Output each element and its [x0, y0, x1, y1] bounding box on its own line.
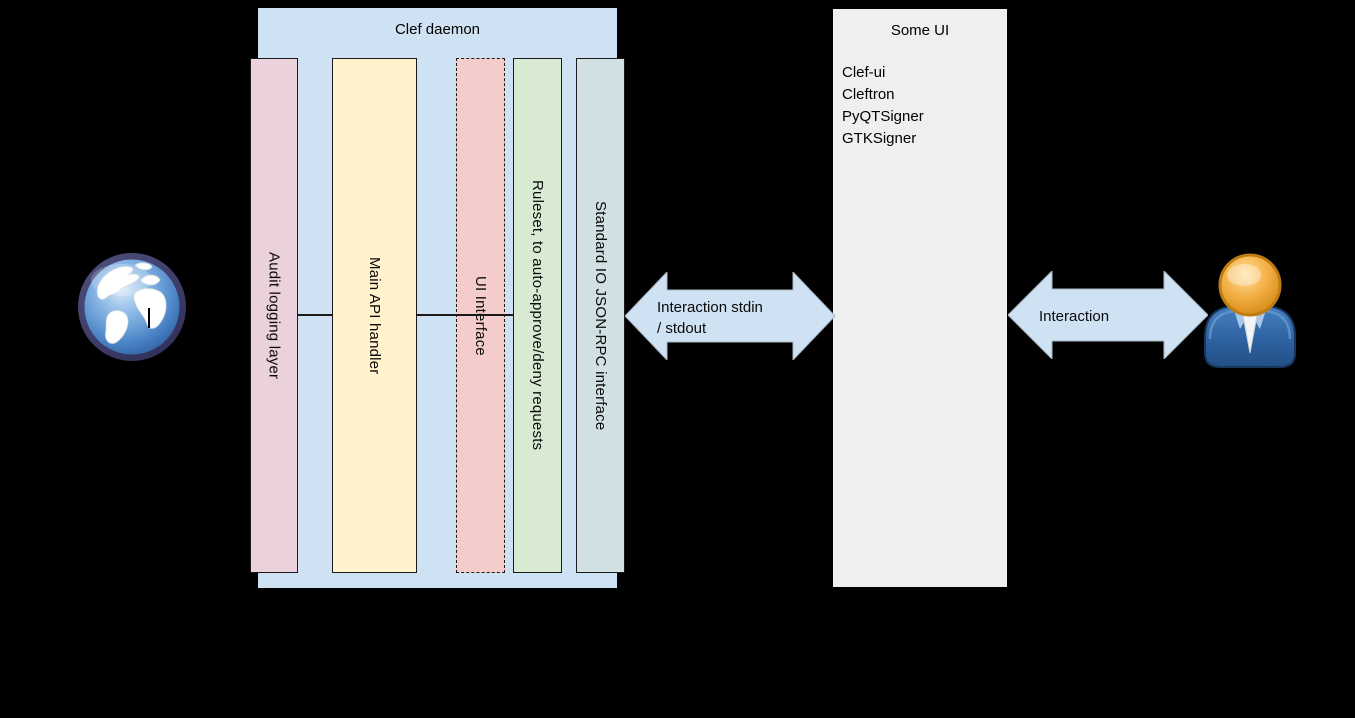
layer-main-api-handler: Main API handler: [332, 58, 417, 573]
connector-main-to-ruleset: [417, 314, 513, 316]
some-ui-item: GTKSigner: [842, 130, 917, 147]
some-ui-item: Clef-ui: [842, 64, 886, 81]
some-ui-title: Some UI: [890, 22, 950, 39]
layer-stdio-jsonrpc-label: Standard IO JSON-RPC interface: [592, 200, 609, 431]
layer-audit-logging: Audit logging layer: [250, 58, 298, 573]
connector-audit-to-main: [298, 314, 332, 316]
some-ui-item: Cleftron: [842, 86, 895, 103]
layer-ruleset: Ruleset, to auto-approve/deny requests: [513, 58, 562, 573]
some-ui-list: Clef-ui Cleftron PyQTSigner GTKSigner: [842, 62, 924, 150]
layer-main-api-handler-label: Main API handler: [366, 256, 383, 375]
clef-daemon-title: Clef daemon: [394, 21, 481, 38]
arrow-daemon-to-ui-label: Interaction stdin / stdout: [657, 297, 763, 339]
arrow-daemon-to-ui-shape: [625, 272, 835, 360]
some-ui-box: Some UI: [833, 9, 1007, 587]
globe-icon: [78, 253, 186, 361]
clef-daemon-box: Clef daemon: [258, 8, 617, 588]
arrow-daemon-to-ui-label-line1: Interaction stdin: [657, 299, 763, 316]
user-icon: [1204, 253, 1296, 368]
arrow-ui-to-user-shape: [1008, 271, 1208, 359]
arrow-daemon-to-ui-label-line2: / stdout: [657, 320, 707, 337]
layer-stdio-jsonrpc: Standard IO JSON-RPC interface: [576, 58, 625, 573]
arrow-ui-to-user-label: Interaction: [1039, 308, 1110, 325]
some-ui-item: PyQTSigner: [842, 108, 924, 125]
cursor-artifact: [148, 308, 150, 328]
arrow-ui-to-user: [1008, 271, 1208, 359]
layer-ruleset-label: Ruleset, to auto-approve/deny requests: [529, 180, 546, 451]
arrow-daemon-to-ui: [625, 272, 835, 360]
layer-audit-logging-label: Audit logging layer: [265, 251, 283, 380]
